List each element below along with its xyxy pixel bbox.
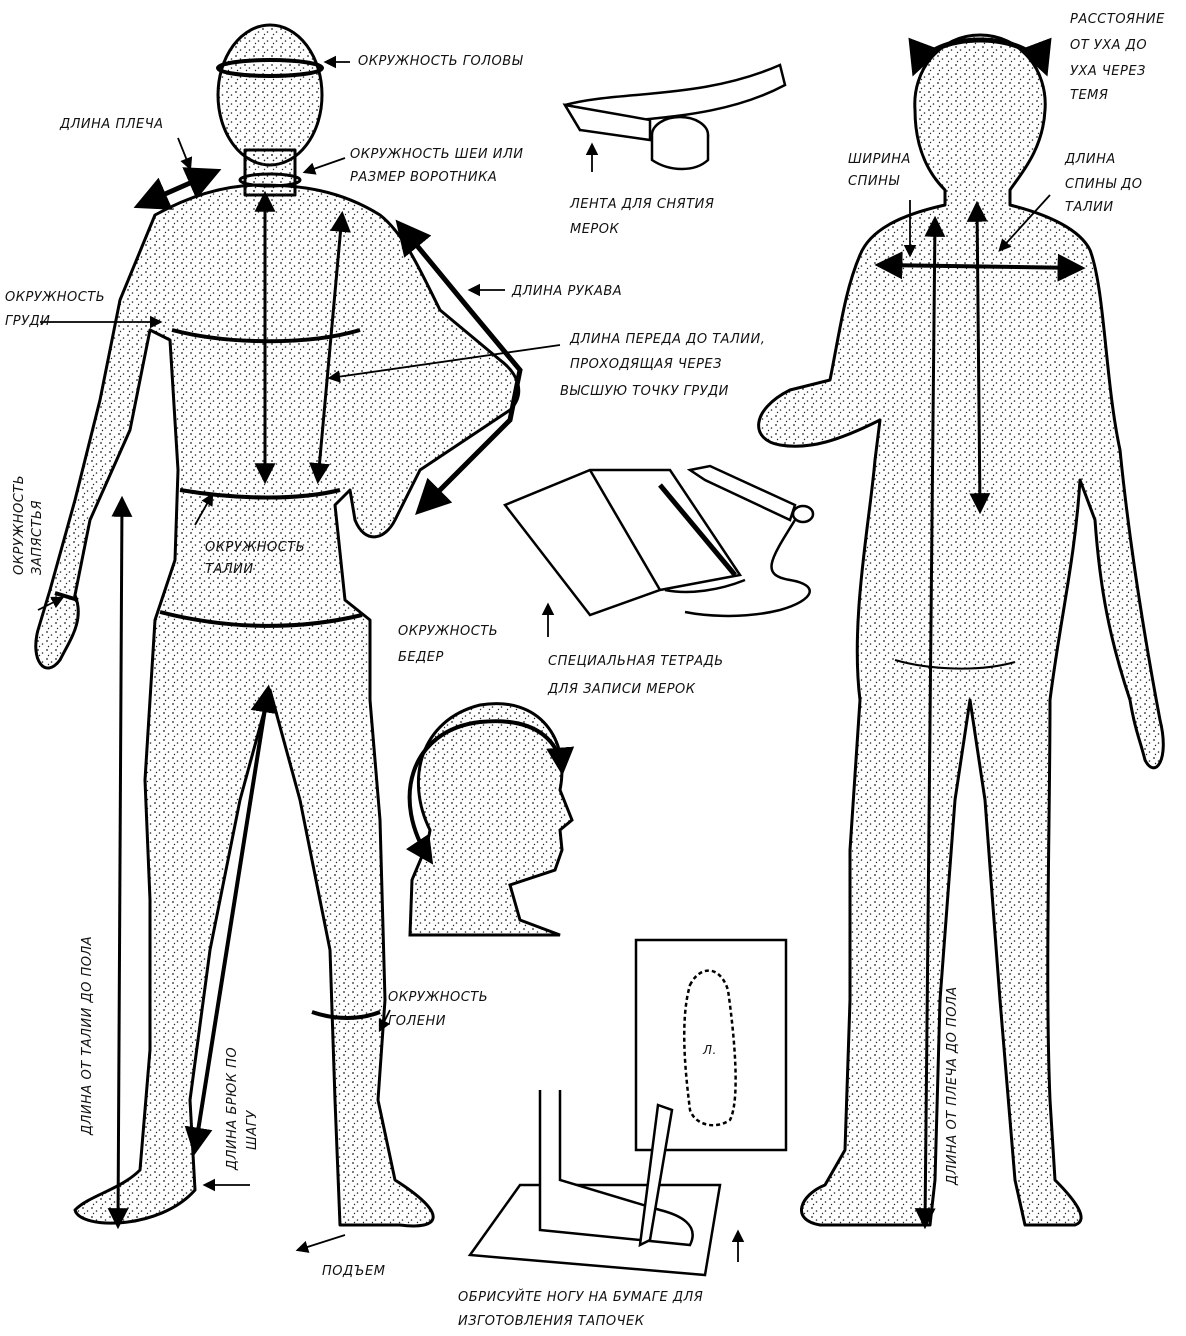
front-length-label-line1: длина переда до талии,	[570, 330, 765, 350]
sleeve-length-label: длина рукава	[512, 282, 622, 302]
back-width-label-line2: спины	[848, 172, 900, 192]
notebook-label-line2: для записи мерок	[548, 680, 696, 700]
shoulder-length-label: длина плеча	[60, 115, 164, 135]
notebook	[505, 470, 745, 615]
front-length-label-line3: высшую точку груди	[560, 382, 729, 402]
back-length-label-line3: талии	[1065, 198, 1114, 218]
calf-label-line2: голени	[388, 1012, 446, 1032]
neck-label-line1: окружность шеи или	[350, 145, 524, 165]
ear-label-line2: от уха до	[1070, 36, 1147, 56]
hip-label-line2: бедер	[398, 648, 444, 668]
waist-label-line1: окружность	[205, 538, 305, 558]
wrist-label-line1: окружность	[12, 475, 27, 575]
ear-label-line1: расстояние	[1070, 10, 1165, 30]
chest-label-line1: окружность	[5, 288, 105, 308]
waist-to-floor-label: длина от талии до пола	[80, 936, 95, 1135]
shoulder-to-floor-label: длина от плеча до пола	[945, 986, 960, 1185]
trace-foot-label-line2: изготовления тапочек	[458, 1312, 644, 1332]
calf-label-line1: окружность	[388, 988, 488, 1008]
neck-label-line2: размер воротника	[350, 168, 497, 188]
tape-measure	[565, 65, 785, 169]
chest-label-line2: груди	[5, 312, 50, 332]
inseam-label-line2: шагу	[245, 1110, 260, 1150]
front-length-label-line2: проходящая через	[570, 355, 722, 375]
trace-foot-label-line1: обрисуйте ногу на бумаге для	[458, 1288, 703, 1308]
wrist-label-line2: запястья	[30, 500, 45, 575]
instep-label: подъем	[322, 1262, 385, 1282]
back-length-label-line1: длина	[1065, 150, 1116, 170]
back-length-label-line2: спины до	[1065, 175, 1143, 195]
back-width-label-line1: ширина	[848, 150, 911, 170]
waist-label-line2: талии	[205, 560, 254, 580]
hip-label-line1: окружность	[398, 622, 498, 642]
foot-letter-label: л.	[703, 1040, 717, 1060]
ear-label-line3: уха через	[1070, 62, 1146, 82]
tape-label-line2: мерок	[570, 220, 619, 240]
inseam-label-line1: длина брюк по	[225, 1047, 240, 1170]
head-circumference-label: окружность головы	[358, 52, 523, 72]
foot-tracing	[470, 940, 786, 1275]
ear-label-line4: темя	[1070, 86, 1108, 106]
tape-label-line1: лента для снятия	[570, 195, 714, 215]
notebook-label-line1: специальная тетрадь	[548, 652, 724, 672]
